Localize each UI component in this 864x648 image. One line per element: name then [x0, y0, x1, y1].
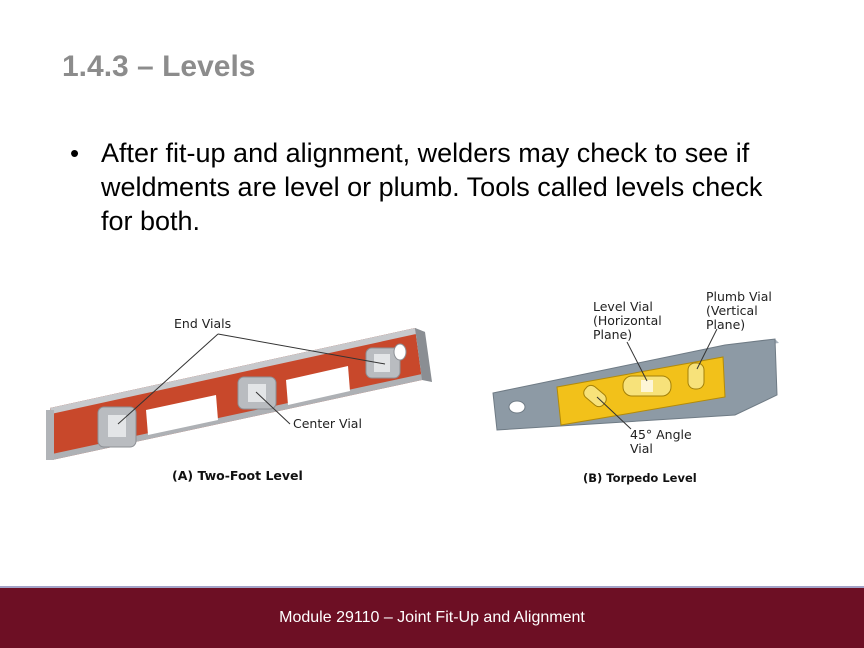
plumb-vial-label-2: (Vertical [706, 303, 758, 318]
figure-a-caption: (A) Two-Foot Level [172, 468, 303, 483]
level-vial-label-1: Level Vial [593, 299, 653, 314]
bullet-line: After fit-up and alignment, welders may … [101, 138, 750, 168]
end-vials-label: End Vials [174, 316, 231, 331]
bullet-item: • After fit-up and alignment, welders ma… [70, 136, 830, 238]
angle-vial-label-1: 45° Angle [630, 427, 692, 442]
footer-bar: Module 29110 – Joint Fit-Up and Alignmen… [0, 586, 864, 648]
bullet-marker: • [70, 138, 80, 168]
callout-lines [596, 328, 718, 430]
bullet-text: After fit-up and alignment, welders may … [101, 136, 830, 238]
level-vial-label-2: (Horizontal [593, 313, 662, 328]
bullet-list: • After fit-up and alignment, welders ma… [70, 136, 830, 238]
figure-b-caption: (B) Torpedo Level [583, 471, 697, 485]
torpedo-level-illustration [492, 338, 779, 431]
footer-text: Module 29110 – Joint Fit-Up and Alignmen… [279, 609, 585, 626]
center-vial-label: Center Vial [293, 416, 362, 431]
bullet-line: for both. [101, 206, 201, 236]
slide-title: 1.4.3 – Levels [62, 50, 256, 83]
callout-lines [117, 333, 386, 425]
plumb-vial [687, 362, 705, 390]
bullet-line: weldments are level or plumb. Tools call… [101, 172, 763, 202]
plumb-vial-label-1: Plumb Vial [706, 289, 772, 304]
level-vial-label-3: Plane) [593, 327, 632, 342]
plumb-vial-label-3: Plane) [706, 317, 745, 332]
two-foot-level-illustration [46, 328, 432, 460]
angle-vial-label-2: Vial [630, 441, 653, 456]
two-foot-level-figure: End Vials Center Vial (A) Two-Foot Level [46, 316, 432, 483]
torpedo-level-figure: Level Vial (Horizontal Plane) Plumb Vial… [492, 289, 779, 485]
